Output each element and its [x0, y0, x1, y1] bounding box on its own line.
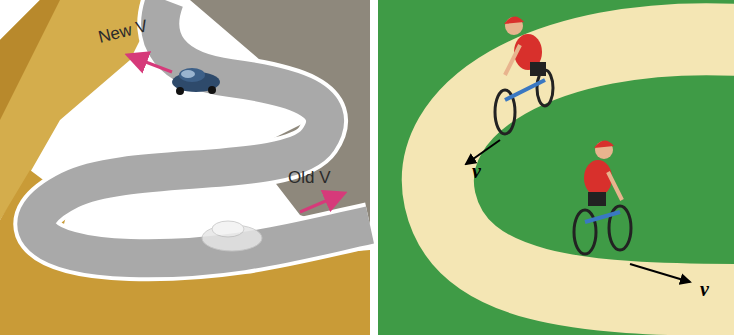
cyclist [495, 16, 553, 134]
road [36, 0, 370, 258]
cliff-shadow [0, 0, 60, 120]
velocity-arrow [630, 264, 690, 282]
car [172, 68, 220, 95]
velocity-label: Old V [288, 168, 331, 188]
track [438, 39, 734, 300]
cycling-track-scene [378, 0, 734, 335]
road-edge [36, 0, 370, 258]
velocity-label: v [700, 278, 709, 301]
velocity-label: v [472, 160, 481, 183]
old-velocity-arrow [300, 194, 342, 212]
velocity-arrow [466, 140, 500, 164]
ghost-car [202, 221, 262, 251]
cliff-road-scene [0, 0, 370, 335]
new-velocity-arrow [130, 56, 172, 72]
cyclist [574, 140, 631, 254]
